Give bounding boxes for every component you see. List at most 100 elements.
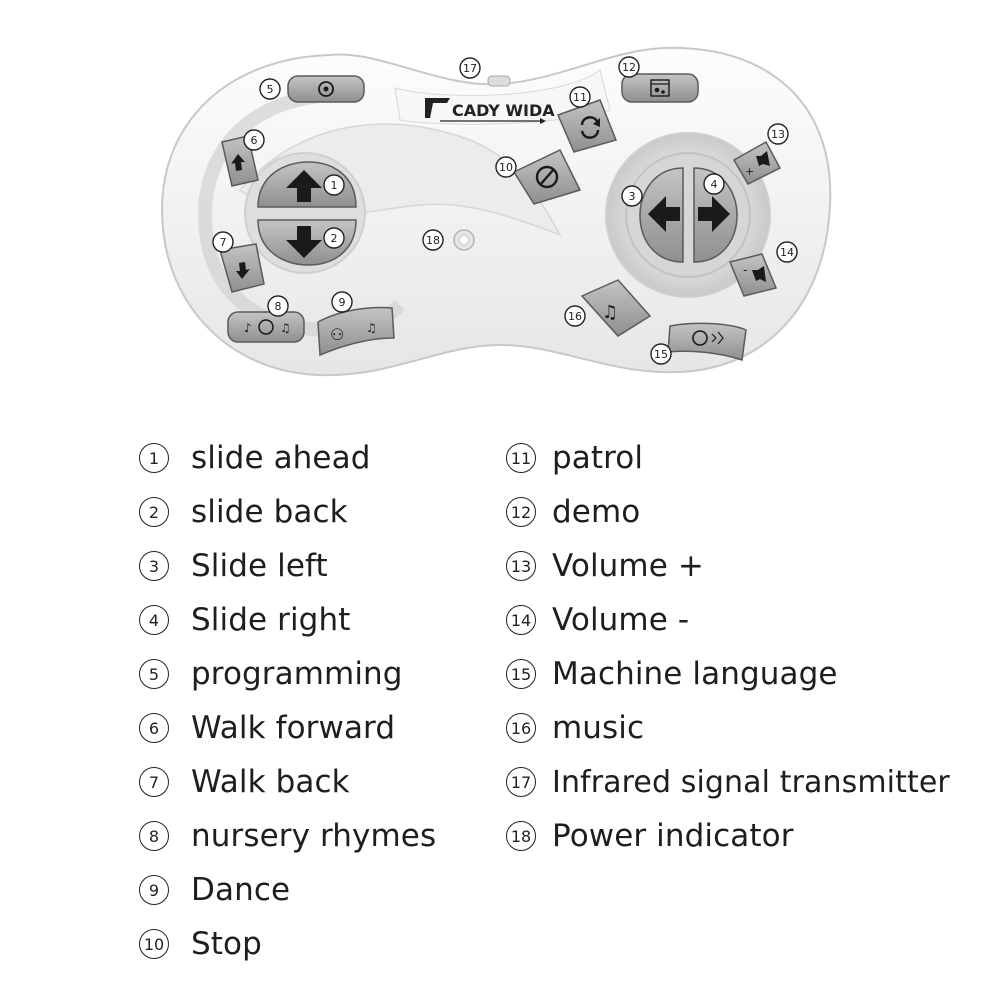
legend-label: Slide left	[191, 548, 328, 584]
legend-number: 18	[506, 821, 536, 851]
remote-controller-diagram: CADY WIDA	[160, 46, 832, 377]
legend-label: patrol	[552, 440, 644, 476]
callout-17: 17	[459, 57, 481, 79]
power-indicator	[453, 229, 475, 251]
music-note-icon: ♫	[602, 302, 618, 323]
callout-8: 8	[267, 295, 289, 317]
legend-item-13: 13 Volume +	[506, 546, 704, 586]
slide-ahead-button[interactable]	[257, 161, 357, 208]
stop-icon	[535, 165, 559, 189]
stop-button[interactable]	[512, 149, 582, 205]
programming-button[interactable]	[287, 75, 365, 103]
svg-text:15: 15	[654, 348, 668, 361]
up-arrow-icon	[286, 170, 322, 202]
svg-text:♫: ♫	[280, 321, 291, 335]
legend-item-8: 8 nursery rhymes	[139, 816, 436, 856]
legend-item-6: 6 Walk forward	[139, 708, 395, 748]
legend-number: 17	[506, 767, 536, 797]
legend-number: 9	[139, 875, 169, 905]
brand-logo: CADY WIDA	[425, 98, 555, 124]
svg-text:♫: ♫	[366, 321, 377, 335]
legend-label: music	[552, 710, 645, 746]
svg-text:11: 11	[573, 91, 587, 104]
speaking-head-icon	[692, 330, 724, 346]
svg-text:12: 12	[622, 61, 636, 74]
speaker-plus-icon: +	[745, 151, 770, 178]
legend-number: 12	[506, 497, 536, 527]
legend-label: Volume +	[552, 548, 704, 584]
callout-18: 18	[422, 229, 444, 251]
legend-label: Slide right	[191, 602, 351, 638]
legend-number: 15	[506, 659, 536, 689]
legend-label: Volume -	[552, 602, 690, 638]
svg-text:4: 4	[711, 178, 718, 191]
callout-12: 12	[618, 56, 640, 78]
legend-item-10: 10 Stop	[139, 924, 262, 964]
legend-label: Dance	[191, 872, 291, 908]
callout-5: 5	[259, 78, 281, 100]
machine-language-button[interactable]	[667, 322, 747, 361]
legend-label: programming	[191, 656, 403, 692]
svg-text:-: -	[743, 263, 747, 277]
legend-label: demo	[552, 494, 641, 530]
legend-label: Infrared signal transmitter	[552, 764, 950, 800]
svg-text:7: 7	[220, 236, 227, 249]
legend-number: 2	[139, 497, 169, 527]
speaker-minus-icon: -	[743, 263, 766, 282]
gear-icon	[318, 81, 334, 97]
callout-3: 3	[621, 185, 643, 207]
legend-item-5: 5 programming	[139, 654, 403, 694]
callout-10: 10	[495, 156, 517, 178]
legend-number: 16	[506, 713, 536, 743]
patrol-button[interactable]	[556, 99, 618, 153]
nursery-rhymes-button[interactable]: ♪ ♫	[227, 311, 305, 343]
svg-text:9: 9	[339, 296, 346, 309]
legend-label: nursery rhymes	[191, 818, 437, 854]
svg-text:+: +	[745, 165, 754, 178]
callout-2: 2	[323, 227, 345, 249]
callout-9: 9	[331, 291, 353, 313]
legend-label: Machine language	[552, 656, 838, 692]
legend-number: 6	[139, 713, 169, 743]
legend-number: 1	[139, 443, 169, 473]
legend-label: slide back	[191, 494, 348, 530]
callouts: 1 2 3 4 5 6 7	[212, 56, 798, 365]
legend-label: Stop	[191, 926, 262, 962]
left-arrow-icon	[648, 196, 680, 232]
legend-label: Walk back	[191, 764, 350, 800]
legend-item-3: 3 Slide left	[139, 546, 328, 586]
legend-item-12: 12 demo	[506, 492, 640, 532]
volume-down-button[interactable]: -	[728, 253, 778, 297]
svg-text:10: 10	[499, 161, 513, 174]
music-button[interactable]: ♫	[580, 279, 652, 337]
infrared-transmitter	[487, 75, 511, 87]
walk-back-button[interactable]	[219, 243, 265, 293]
svg-text:5: 5	[267, 83, 274, 96]
legend-number: 8	[139, 821, 169, 851]
callout-14: 14	[776, 241, 798, 263]
legend-item-1: 1 slide ahead	[139, 438, 370, 478]
callout-1: 1	[323, 174, 345, 196]
dancing-figures-icon: ⚇ ♫	[330, 321, 377, 344]
svg-text:8: 8	[275, 300, 282, 313]
down-arrow-icon	[286, 226, 322, 258]
legend-item-15: 15 Machine language	[506, 654, 838, 694]
legend-number: 3	[139, 551, 169, 581]
legend-item-18: 18 Power indicator	[506, 816, 794, 856]
walk-back-icon	[236, 262, 250, 279]
svg-text:6: 6	[251, 134, 258, 147]
svg-text:13: 13	[771, 128, 785, 141]
demo-button[interactable]	[621, 73, 699, 103]
svg-text:16: 16	[568, 310, 582, 323]
svg-text:⚇: ⚇	[330, 325, 344, 344]
callout-11: 11	[569, 86, 591, 108]
legend-number: 7	[139, 767, 169, 797]
legend-label: Walk forward	[191, 710, 396, 746]
brand-text: CADY WIDA	[452, 101, 555, 120]
legend-number: 13	[506, 551, 536, 581]
volume-up-button[interactable]: +	[732, 140, 782, 185]
slide-left-button[interactable]	[639, 167, 684, 263]
callout-7: 7	[212, 231, 234, 253]
svg-text:1: 1	[331, 179, 338, 192]
